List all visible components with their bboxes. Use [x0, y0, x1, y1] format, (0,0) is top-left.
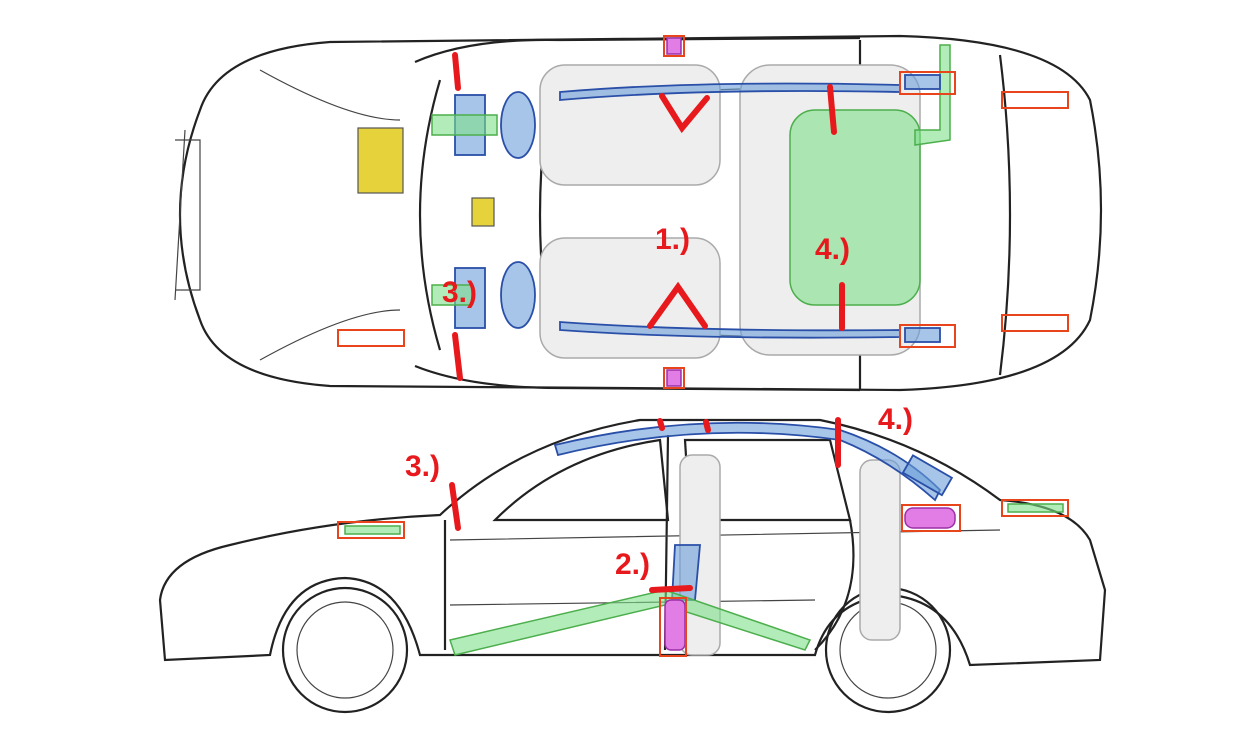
front-seat-left [539, 237, 721, 359]
battery [357, 127, 404, 194]
marker-3-top-label: 3.) [442, 276, 478, 309]
marker-1-label: 1.) [655, 223, 691, 256]
front-seat-right [539, 64, 721, 186]
fuel-tank [789, 109, 921, 306]
curtain-airbag-side [553, 421, 942, 502]
marker-3-side-label: 3.) [405, 450, 441, 483]
top-view-car [174, 34, 1103, 392]
side-sill-reinforcement [449, 589, 812, 656]
marker-2-label: 2.) [615, 548, 651, 581]
fuel-filler-pipe [914, 44, 951, 146]
side-view-car [158, 417, 1107, 714]
marker-4-side-label: 4.) [878, 403, 914, 436]
marker-4-top-label: 4.) [815, 233, 851, 266]
